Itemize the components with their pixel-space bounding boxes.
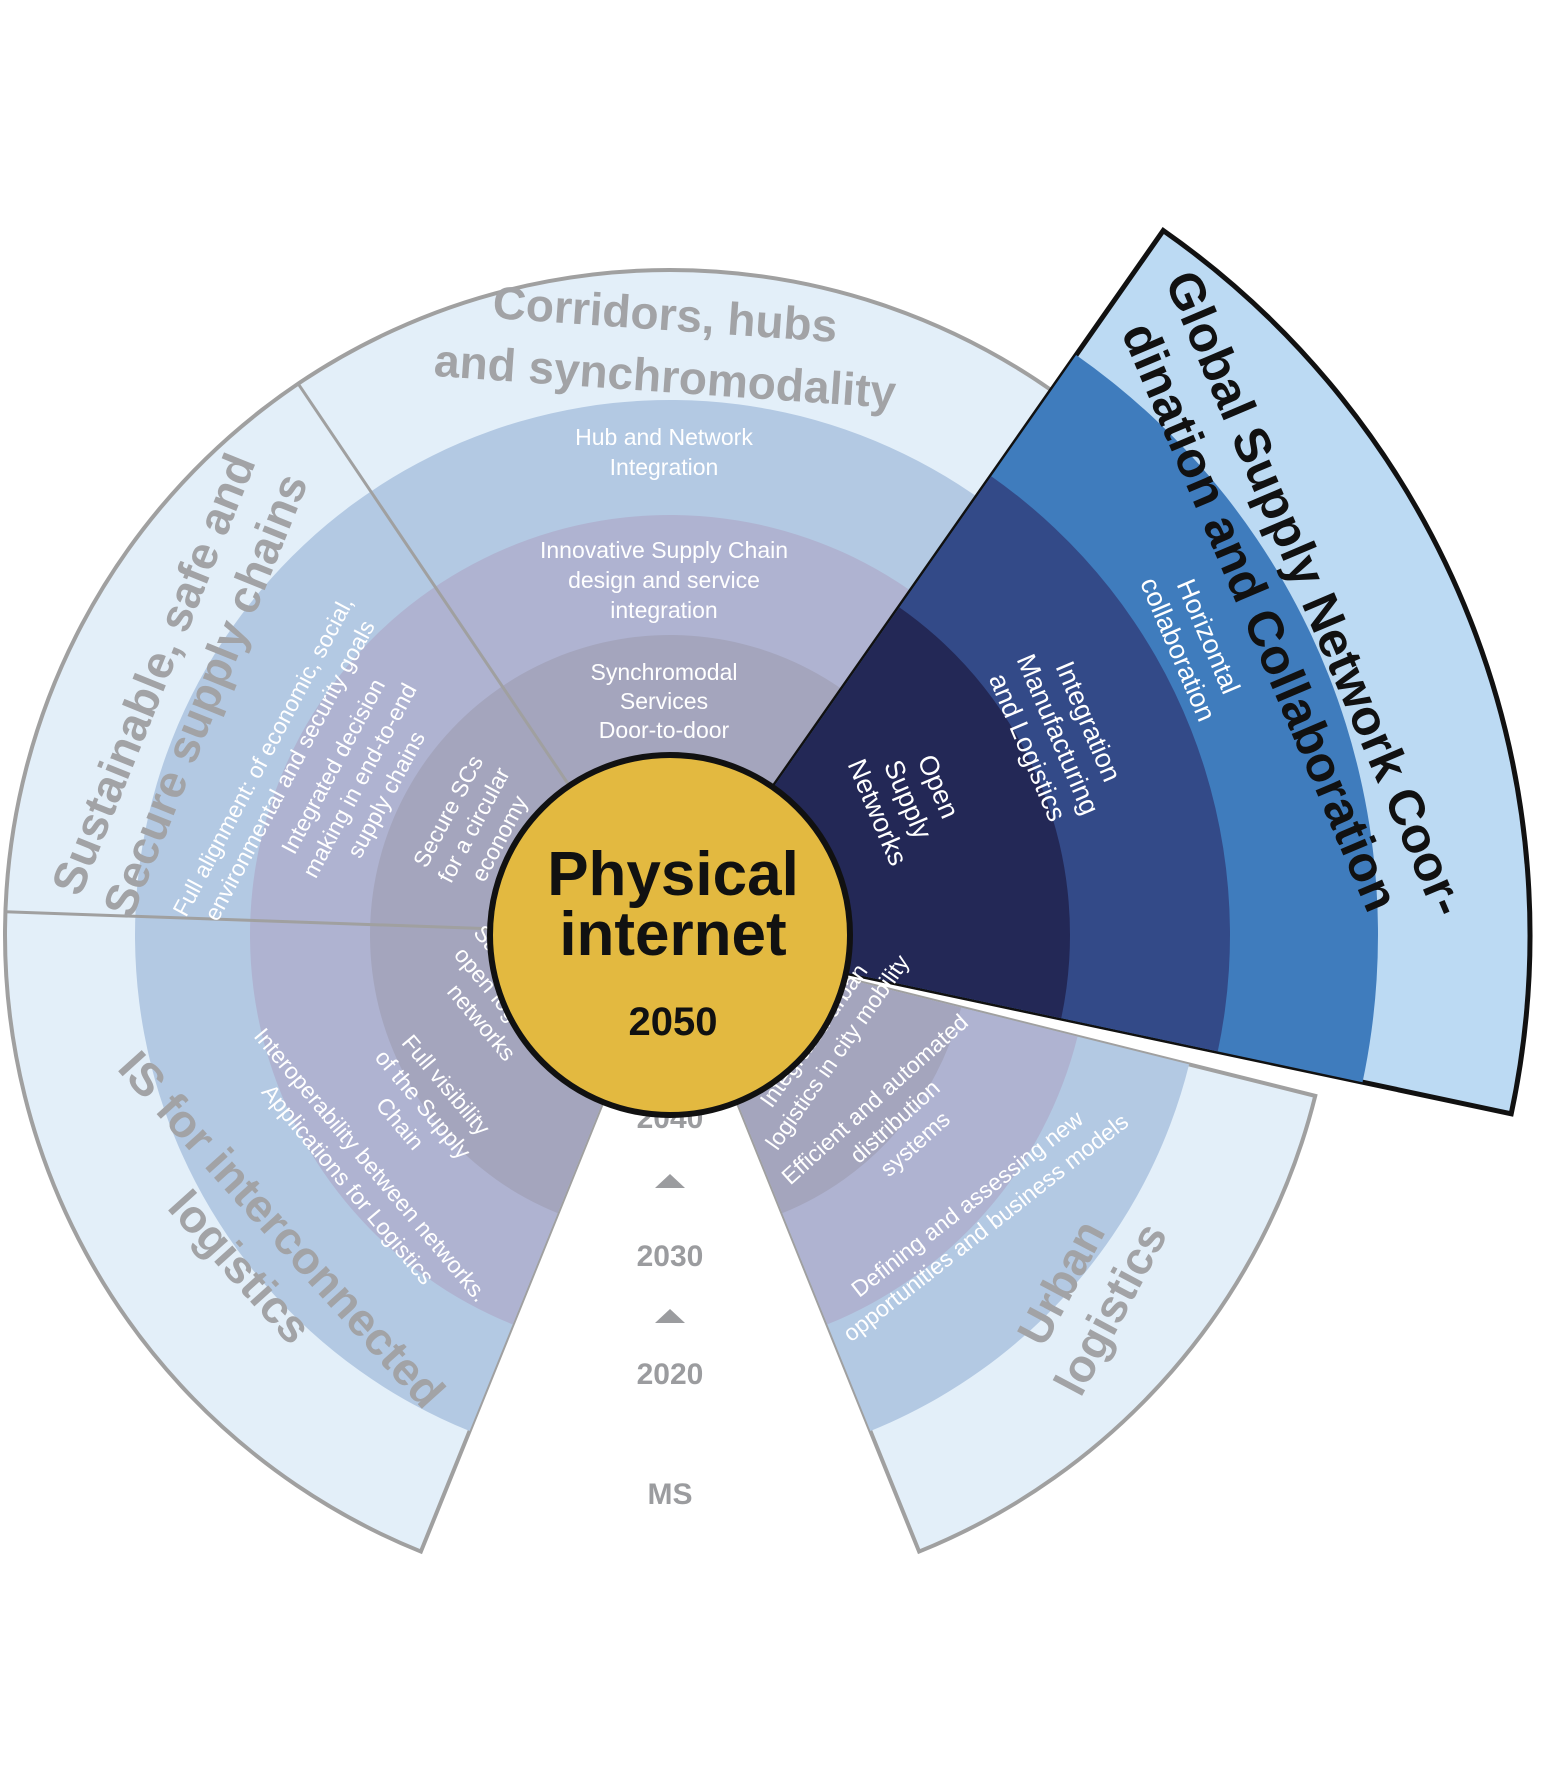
sector-divider-line [5,910,491,931]
center-year: 2050 [629,1000,718,1044]
urban-ring1-band [737,978,962,1214]
timeline-arrow-up-icon [655,1174,685,1188]
sector-dividers [5,382,571,931]
timeline-2030: 2030 [637,1240,704,1273]
sector-divider-line [296,382,571,787]
timeline-2020: 2020 [637,1358,704,1391]
timeline: 2040 2030 2020 MS [637,1102,704,1511]
center-circle [487,752,853,1118]
highlight-ring1-band [773,607,1070,1019]
highlighted-sector-wedges [769,227,1533,1117]
timeline-arrow-up-icon [655,1309,685,1323]
timeline-ms: MS [648,1478,693,1511]
